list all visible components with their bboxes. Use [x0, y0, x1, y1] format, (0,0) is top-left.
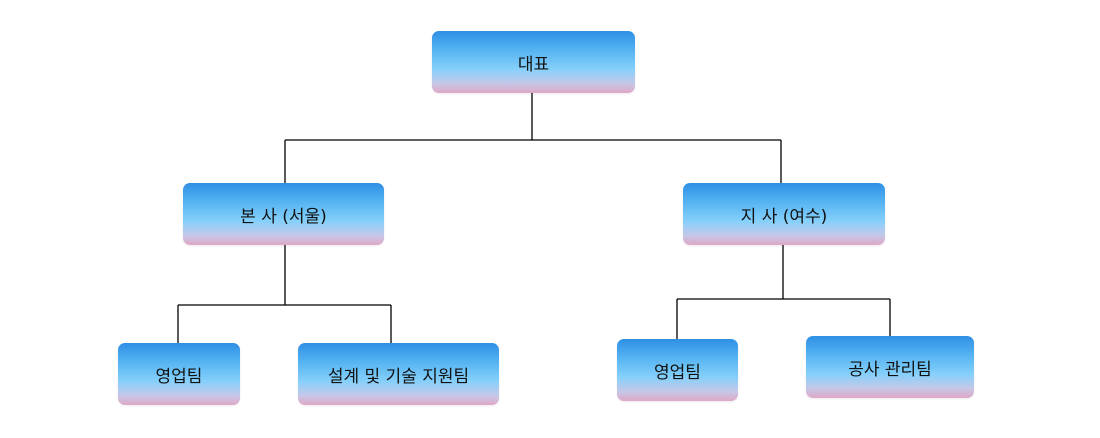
node-branch-sales-team: 영업팀 — [617, 339, 738, 401]
node-branch-office: 지 사 (여수) — [683, 183, 885, 245]
node-branch-office-label: 지 사 (여수) — [740, 206, 828, 227]
node-hq-design-support-team: 설계 및 기술 지원팀 — [298, 343, 499, 405]
node-hq-sales-team-label: 영업팀 — [155, 366, 203, 387]
node-branch-construction-team-label: 공사 관리팀 — [848, 359, 932, 380]
node-ceo: 대표 — [432, 31, 635, 93]
node-hq-sales-team: 영업팀 — [118, 343, 240, 405]
node-headquarters: 본 사 (서울) — [183, 183, 384, 245]
node-branch-construction-team: 공사 관리팀 — [806, 336, 974, 398]
node-hq-design-support-team-label: 설계 및 기술 지원팀 — [327, 366, 470, 387]
node-ceo-label: 대표 — [517, 54, 550, 75]
node-branch-sales-team-label: 영업팀 — [654, 362, 701, 383]
node-headquarters-label: 본 사 (서울) — [240, 206, 327, 227]
